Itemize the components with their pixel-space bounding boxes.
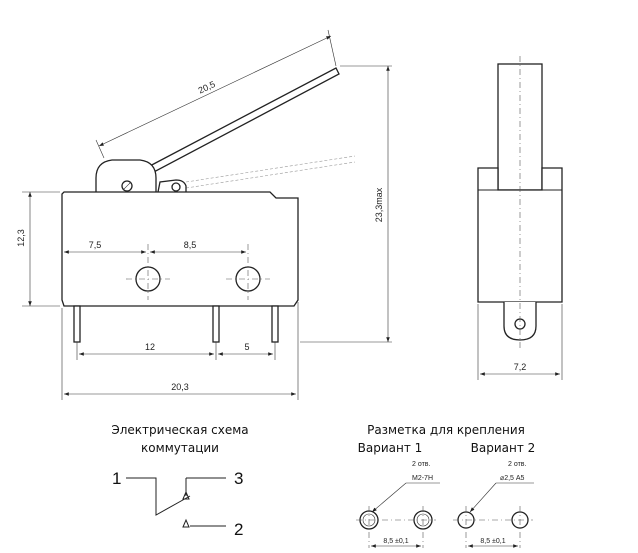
dim-total-height: 23,3max [374, 187, 384, 222]
switching-schematic: Электрическая схема коммутации 1 3 2 [111, 423, 248, 539]
variant1-label: Вариант 1 [358, 441, 423, 455]
mounting-layout: Разметка для крепления Вариант 1 Вариант… [356, 423, 535, 548]
schematic-pin3: 3 [234, 469, 243, 488]
dim-pin-spacing-12: 12 [145, 342, 155, 352]
terminal-pin-3 [271, 305, 279, 343]
dim-hole-spacing: 8,5 [184, 240, 197, 250]
variant1-spec: М2-7Н [412, 475, 433, 482]
dim-pin-spacing-5: 5 [244, 342, 249, 352]
contact-nc-icon [182, 490, 190, 500]
variant1-count: 2 отв. [412, 461, 431, 468]
lever [144, 67, 340, 174]
dim-body-length: 20,3 [171, 382, 189, 392]
schematic-title-line2: коммутации [141, 441, 219, 455]
variant1-drawing: 2 отв. М2-7Н 8,5 ±0,1 [356, 461, 440, 548]
variant2-count: 2 отв. [508, 461, 527, 468]
schematic-pin1: 1 [112, 469, 121, 488]
dim-body-height: 12,3 [16, 229, 26, 247]
side-view: 7,2 [477, 56, 563, 380]
variant2-spec: ⌀2,5 А5 [500, 475, 525, 482]
dim-lever-length: 20,5 [197, 79, 217, 95]
dim-hole1-offset: 7,5 [89, 240, 102, 250]
dim-side-width: 7,2 [514, 362, 527, 372]
lever-alt-position [185, 155, 356, 189]
terminal-pin-1 [73, 305, 81, 343]
variant2-spacing: 8,5 ±0,1 [480, 538, 505, 545]
schematic-title-line1: Электрическая схема [111, 423, 248, 437]
front-view [61, 67, 356, 343]
terminal-pin-2 [212, 305, 220, 343]
contact-no-icon [182, 518, 190, 528]
variant2-label: Вариант 2 [471, 441, 536, 455]
mounting-title: Разметка для крепления [367, 423, 525, 437]
actuator-pin-icon [171, 182, 181, 192]
pivot-boss [95, 159, 157, 192]
variant2-drawing: 2 отв. ⌀2,5 А5 8,5 ±0,1 [453, 461, 534, 548]
variant1-spacing: 8,5 ±0,1 [383, 538, 408, 545]
schematic-pin2: 2 [234, 520, 243, 539]
